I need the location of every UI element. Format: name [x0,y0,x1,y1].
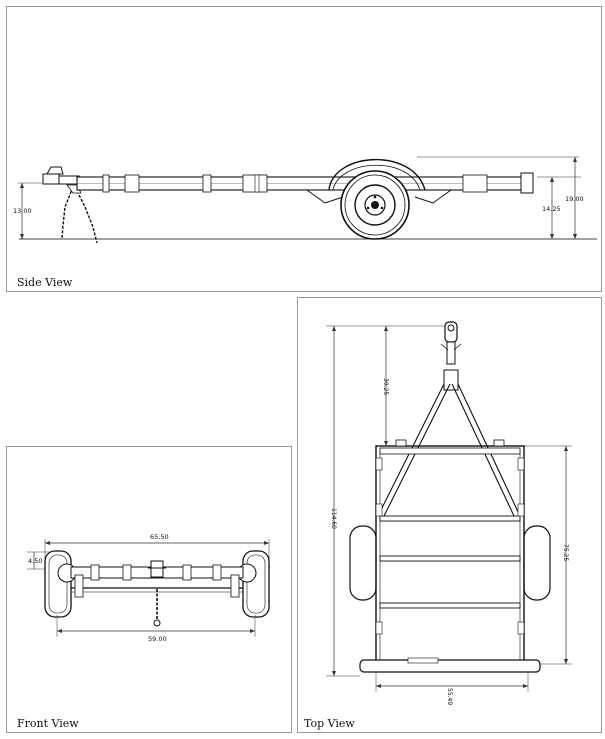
dim-label-55: 55.49 [446,688,453,705]
dim-label-4-50: 4.50 [28,557,42,565]
front-coupler [150,560,164,578]
safety-chain-left [61,186,74,240]
top-view-caption: Top View [304,717,355,730]
front-view-caption: Front View [17,717,79,730]
coupler [42,173,60,185]
side-view-panel: Side View 13.00 [6,6,602,292]
dim-label-59: 59.00 [148,635,167,643]
dim-label-13: 13.00 [13,207,32,215]
rear-bumper [359,659,541,673]
dim-label-19: 19.00 [565,195,584,203]
top-frame [375,445,525,665]
side-view-caption: Side View [17,276,73,289]
dim-label-39: 39.25 [382,378,389,395]
fender-left [349,525,377,601]
fender [328,158,426,191]
dim-label-114: 114.60 [330,508,337,529]
top-view-panel: Top View 114.60 39.25 75.25 [297,297,602,733]
side-view-drawing: 13.00 [13,156,597,244]
front-view-drawing: 65.50 4.50 [27,533,270,643]
safety-chain-right [74,186,98,244]
top-view-drawing: 114.60 39.25 75.25 [326,321,572,705]
fender-right [523,525,551,601]
dim-label-75: 75.25 [562,544,569,561]
front-view-panel: Front View 65.50 4.50 [6,446,292,733]
dim-label-14: 14.25 [542,205,561,213]
dim-label-65: 65.50 [150,533,169,541]
